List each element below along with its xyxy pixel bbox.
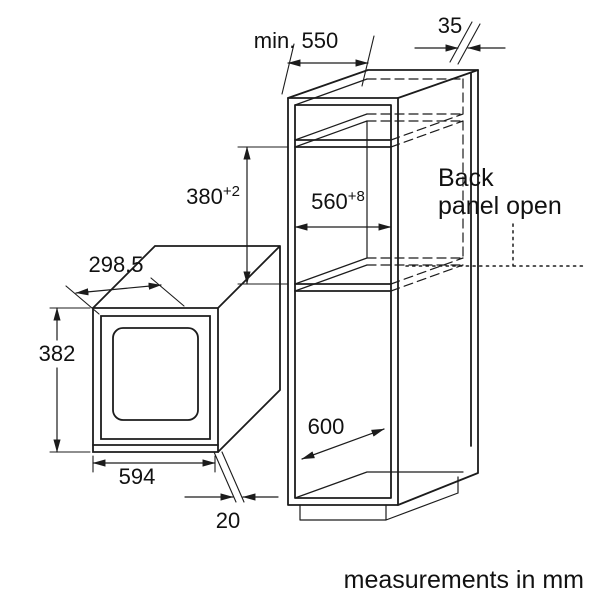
dim-niche-height-label: 380+2 <box>186 183 240 209</box>
dim-rear-gap-label: 35 <box>438 13 462 38</box>
microwave-door-window <box>112 327 199 421</box>
cabinet-front-frame <box>287 97 399 506</box>
cabinet-hidden-edges <box>366 78 464 292</box>
back-panel-note: Back panel open <box>405 164 585 267</box>
units-note: measurements in mm <box>344 566 584 594</box>
cabinet-plinth <box>299 476 459 521</box>
dim-appliance-height: 382 <box>39 307 91 453</box>
dim-appliance-height-label: 382 <box>39 341 76 366</box>
dim-door-protrusion: 20 <box>184 451 279 533</box>
microwave-door <box>92 315 219 446</box>
dim-appliance-depth: 298.5 <box>65 252 185 315</box>
cabinet-interior-edges <box>294 78 464 499</box>
dim-appliance-depth-line <box>75 282 162 296</box>
dim-base-depth-label: 600 <box>308 414 345 439</box>
dim-door-protrusion-extensions <box>213 451 245 503</box>
back-panel-note-line1: Back <box>438 164 494 192</box>
dim-door-protrusion-label: 20 <box>216 508 240 533</box>
dim-appliance-width-label: 594 <box>119 464 156 489</box>
cabinet-drawing <box>287 69 479 521</box>
cabinet-right-side <box>397 69 479 506</box>
back-panel-note-line2: panel open <box>438 192 562 220</box>
dim-cabinet-depth-label: min. 550 <box>254 28 338 53</box>
dim-base-depth-line <box>301 428 385 460</box>
dim-rear-gap-extensions <box>449 21 481 65</box>
dim-appliance-depth-label: 298.5 <box>88 252 143 277</box>
dim-appliance-width: 594 <box>92 455 216 489</box>
dim-niche-width-label: 560+8 <box>311 188 365 214</box>
cabinet-shelves <box>294 139 392 292</box>
dim-niche-width: 560+8 <box>294 188 392 231</box>
dim-niche-height: 380+2 <box>186 146 289 285</box>
dim-rear-gap: 35 <box>414 13 506 65</box>
dim-appliance-height-extensions <box>49 307 91 453</box>
dim-cabinet-depth: min. 550 <box>254 28 375 95</box>
back-panel-leader <box>405 223 585 267</box>
dim-base-depth: 600 <box>301 414 385 460</box>
cabinet-top-face <box>287 69 479 99</box>
